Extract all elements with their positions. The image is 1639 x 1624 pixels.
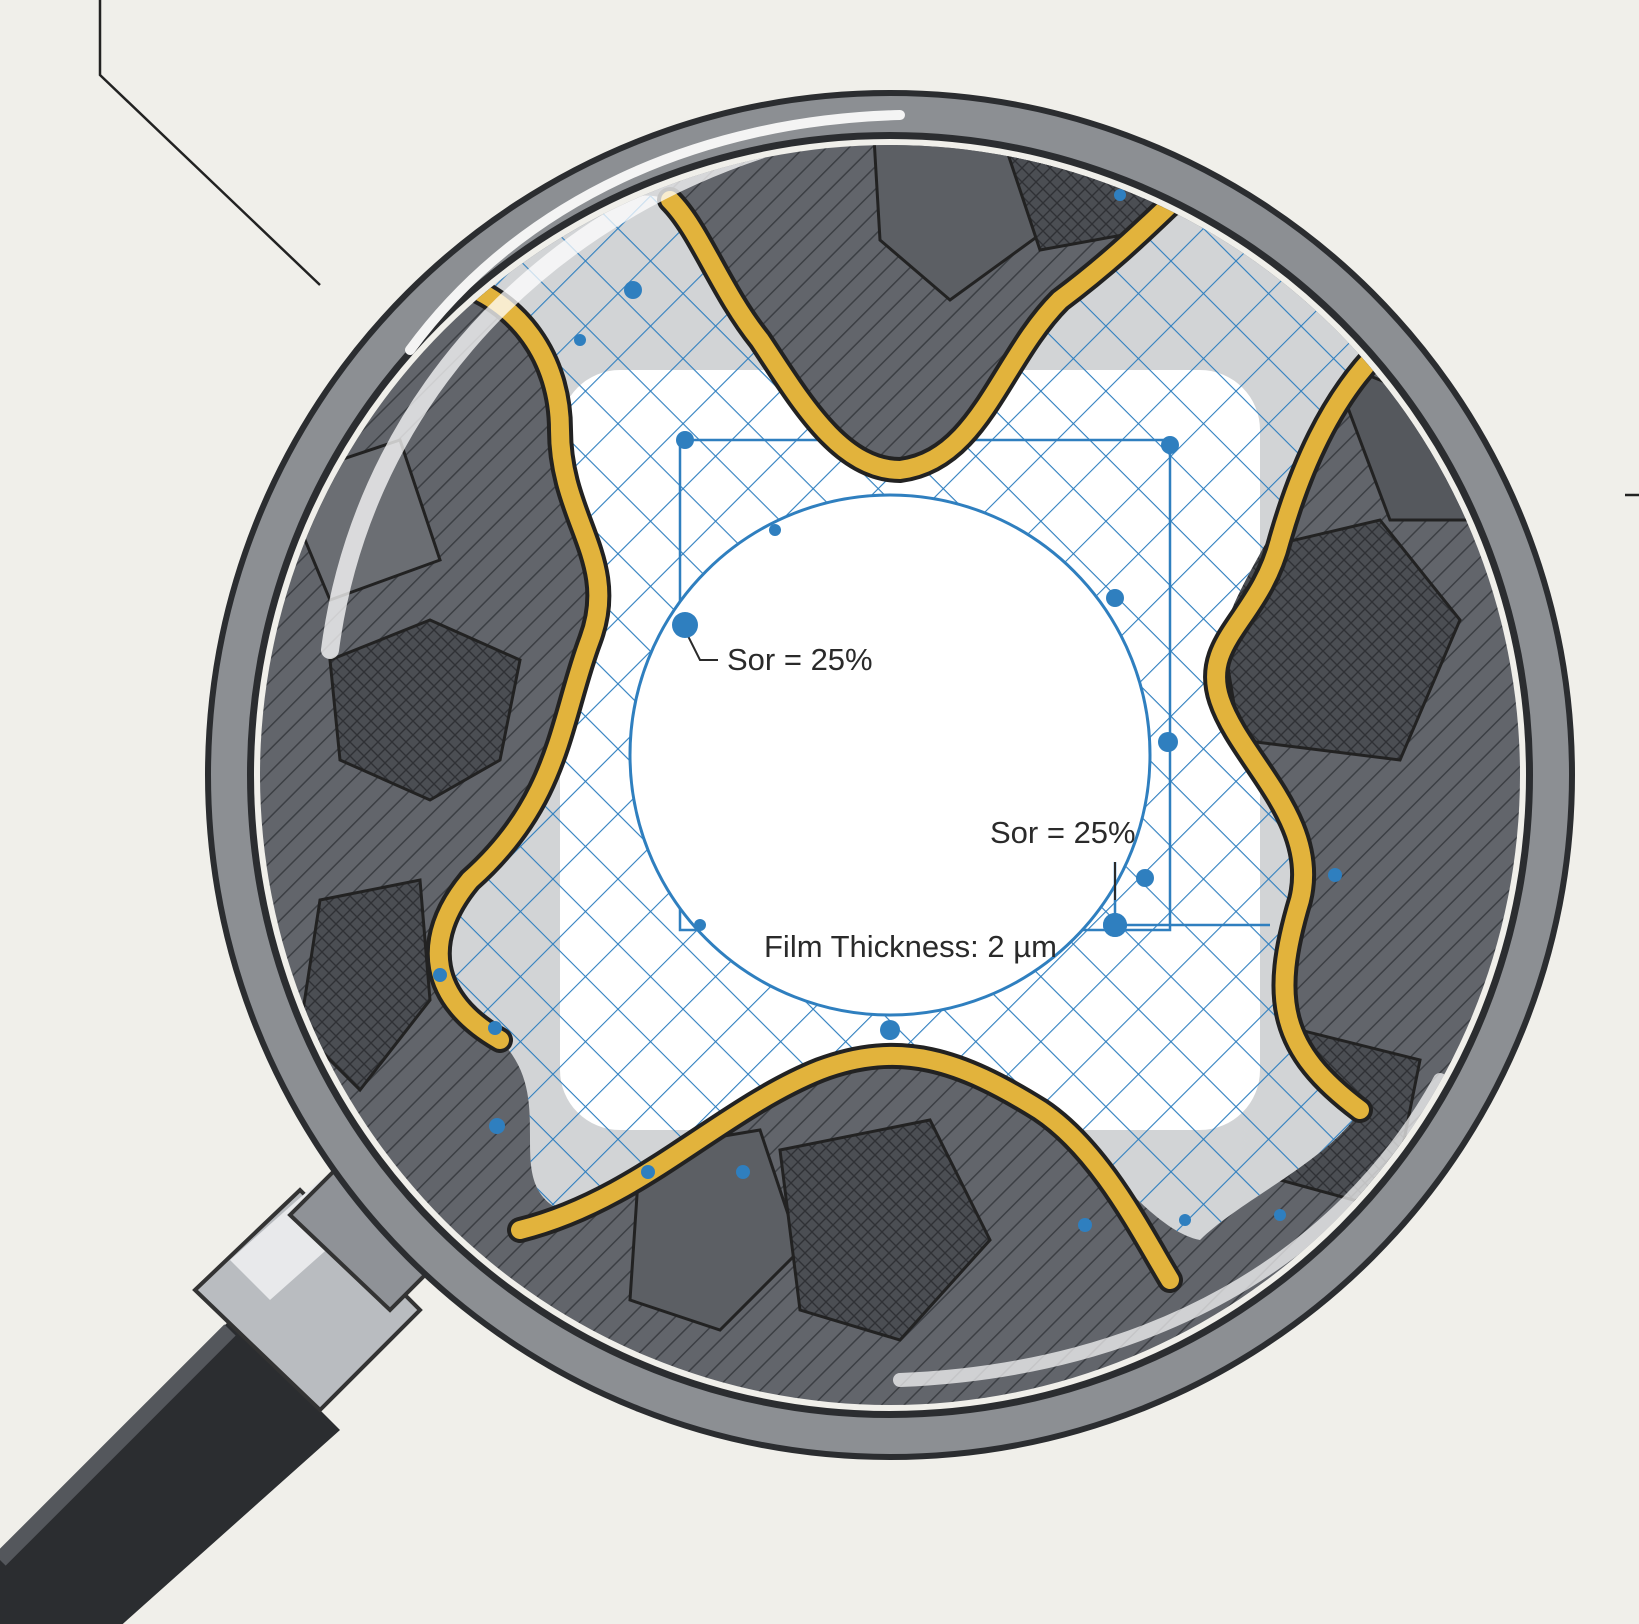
sor-label-right: Sor = 25% [990, 815, 1136, 850]
sor-marker-right [1103, 913, 1127, 937]
magnifying-glass-icon [0, 1165, 440, 1624]
sor-marker-upper [672, 612, 698, 638]
leader-line-upper-left [100, 0, 320, 285]
film-thickness-label: Film Thickness: 2 µm [764, 929, 1057, 964]
sor-label-upper: Sor = 25% [727, 642, 873, 677]
